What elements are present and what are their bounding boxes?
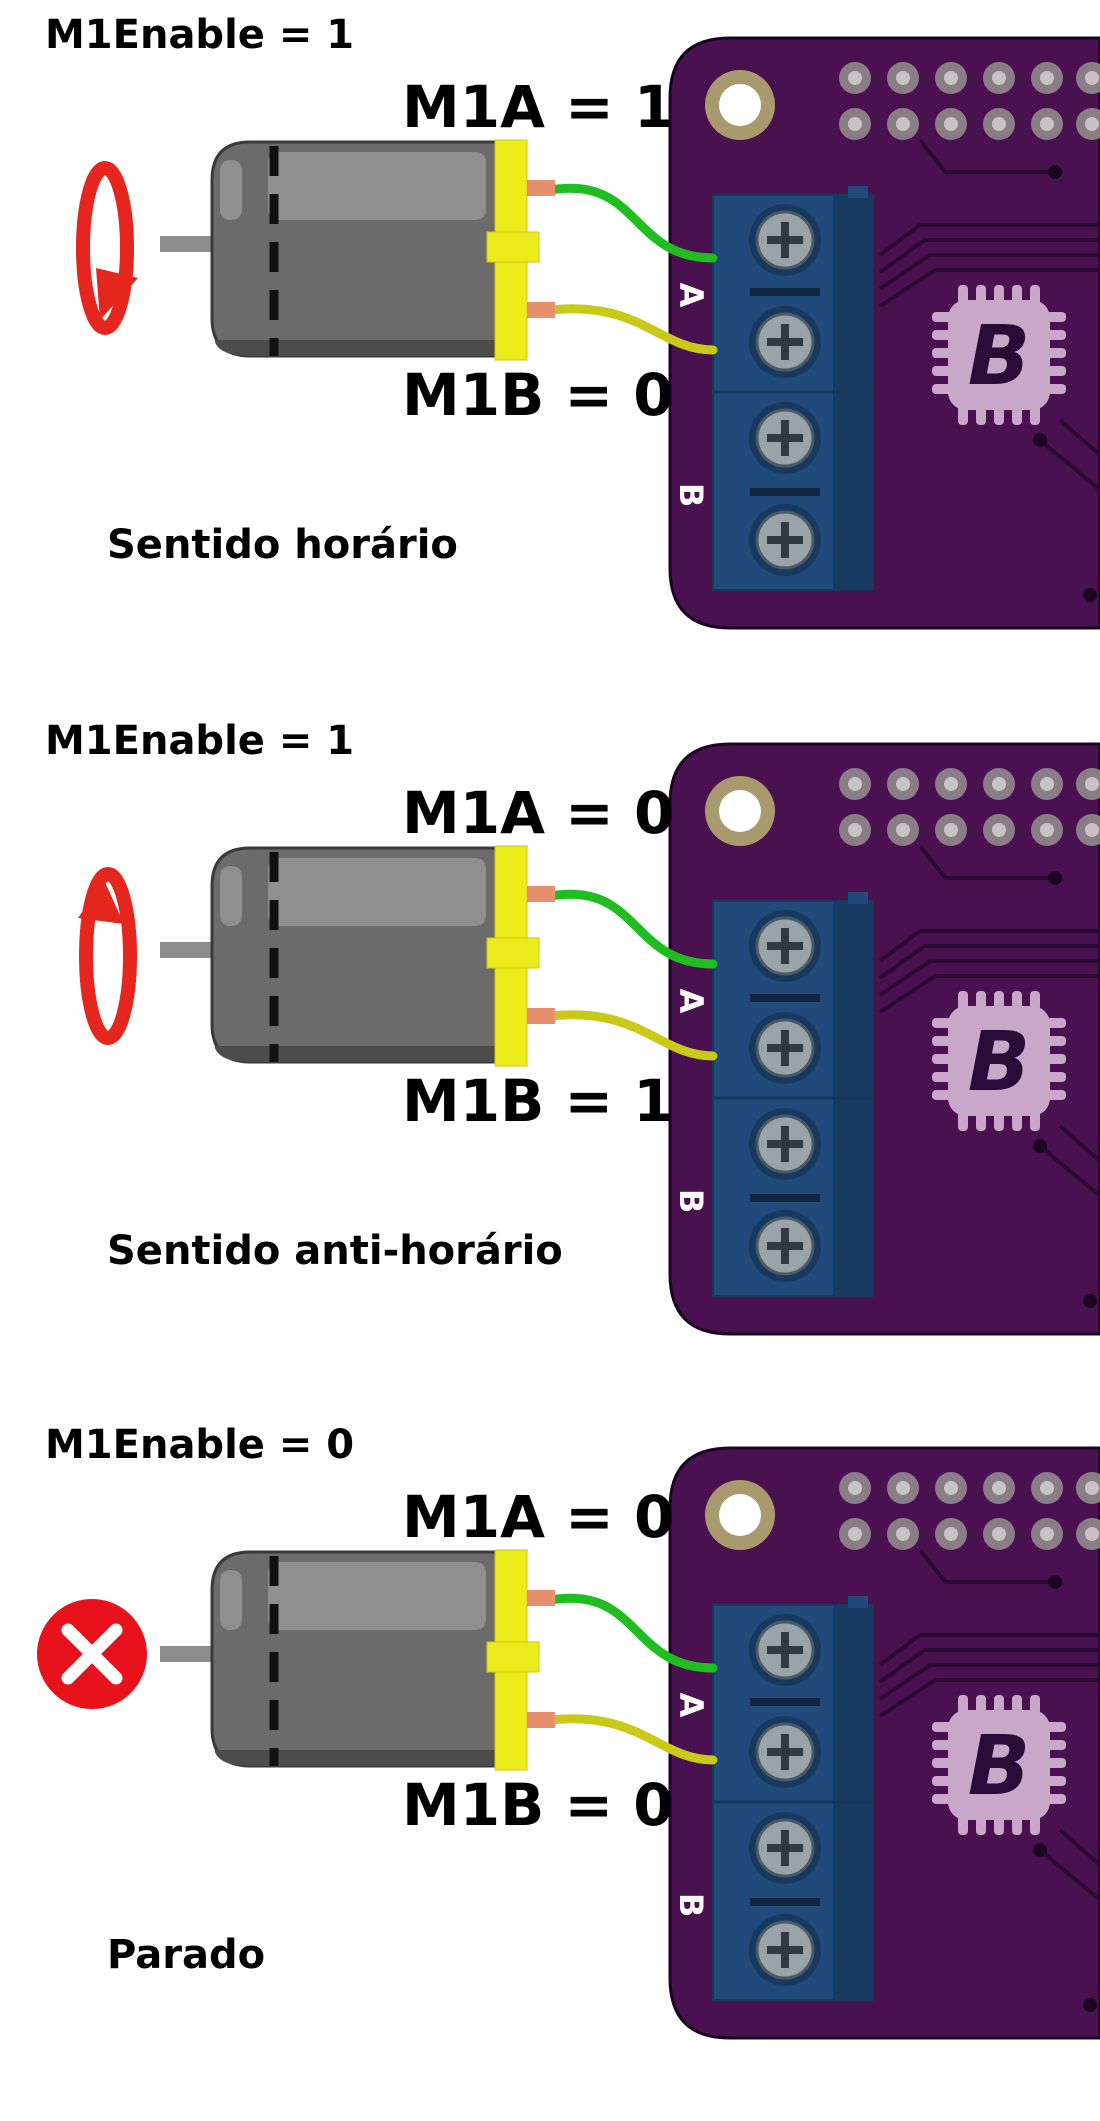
dc-motor bbox=[160, 1549, 555, 1771]
m1a-label: M1A = 0 bbox=[402, 1483, 674, 1551]
caption: Sentido horário bbox=[107, 522, 458, 568]
wire-b bbox=[545, 1010, 718, 1061]
m1b-label: M1B = 0 bbox=[402, 361, 674, 429]
terminal-screw bbox=[749, 1210, 821, 1282]
wire-a bbox=[545, 1593, 718, 1673]
wire-b bbox=[545, 304, 718, 355]
counterclockwise-arrow-icon bbox=[78, 867, 137, 1045]
dc-motor bbox=[160, 845, 555, 1067]
motor-diagram-counterclockwise: B A B bbox=[45, 718, 1100, 1336]
terminal-label-b: B bbox=[672, 1893, 710, 1917]
terminal-screw bbox=[749, 402, 821, 474]
terminal-screw bbox=[749, 910, 821, 982]
terminal-screw bbox=[749, 1108, 821, 1180]
panel-counterclockwise: B A B bbox=[0, 706, 1100, 1406]
terminal-screw bbox=[749, 306, 821, 378]
terminal-label-b: B bbox=[672, 1189, 710, 1213]
terminal-screw bbox=[749, 1614, 821, 1686]
terminal-screw bbox=[749, 1012, 821, 1084]
wire-a bbox=[545, 183, 718, 263]
wire-b bbox=[545, 1714, 718, 1765]
dc-motor bbox=[160, 139, 555, 361]
chip-logo: B bbox=[932, 991, 1066, 1131]
caption: Parado bbox=[107, 1932, 265, 1978]
chip-logo: B bbox=[932, 1695, 1066, 1835]
motor-diagram-clockwise: B A B bbox=[45, 12, 1100, 630]
enable-label: M1Enable = 1 bbox=[45, 12, 354, 58]
enable-label: M1Enable = 0 bbox=[45, 1422, 354, 1468]
motor-diagram-stopped: B A B bbox=[37, 1422, 1100, 2040]
terminal-label-b: B bbox=[672, 483, 710, 507]
terminal-screw bbox=[749, 204, 821, 276]
terminal-label-a: A bbox=[672, 283, 710, 308]
chip-letter: B bbox=[968, 1015, 1031, 1110]
chip-logo: B bbox=[932, 285, 1066, 425]
terminal-screw bbox=[749, 504, 821, 576]
terminal-screw bbox=[749, 1914, 821, 1986]
terminal-screw bbox=[749, 1812, 821, 1884]
chip-letter: B bbox=[968, 1719, 1031, 1814]
m1b-label: M1B = 1 bbox=[402, 1067, 674, 1135]
m1a-label: M1A = 0 bbox=[402, 779, 674, 847]
m1a-label: M1A = 1 bbox=[402, 73, 674, 141]
clockwise-arrow-icon bbox=[76, 161, 138, 335]
enable-label: M1Enable = 1 bbox=[45, 718, 354, 764]
terminal-screw bbox=[749, 1716, 821, 1788]
terminal-label-a: A bbox=[672, 989, 710, 1014]
terminal-block bbox=[712, 892, 874, 1297]
terminal-block bbox=[712, 1596, 874, 2001]
chip-letter: B bbox=[968, 309, 1031, 404]
caption: Sentido anti-horário bbox=[107, 1228, 563, 1274]
stop-x-icon bbox=[37, 1599, 147, 1709]
terminal-block bbox=[712, 186, 874, 591]
wire-a bbox=[545, 889, 718, 969]
panel-stopped: B A B bbox=[0, 1410, 1100, 2110]
terminal-label-a: A bbox=[672, 1693, 710, 1718]
panel-clockwise: B A B bbox=[0, 0, 1100, 700]
m1b-label: M1B = 0 bbox=[402, 1771, 674, 1839]
